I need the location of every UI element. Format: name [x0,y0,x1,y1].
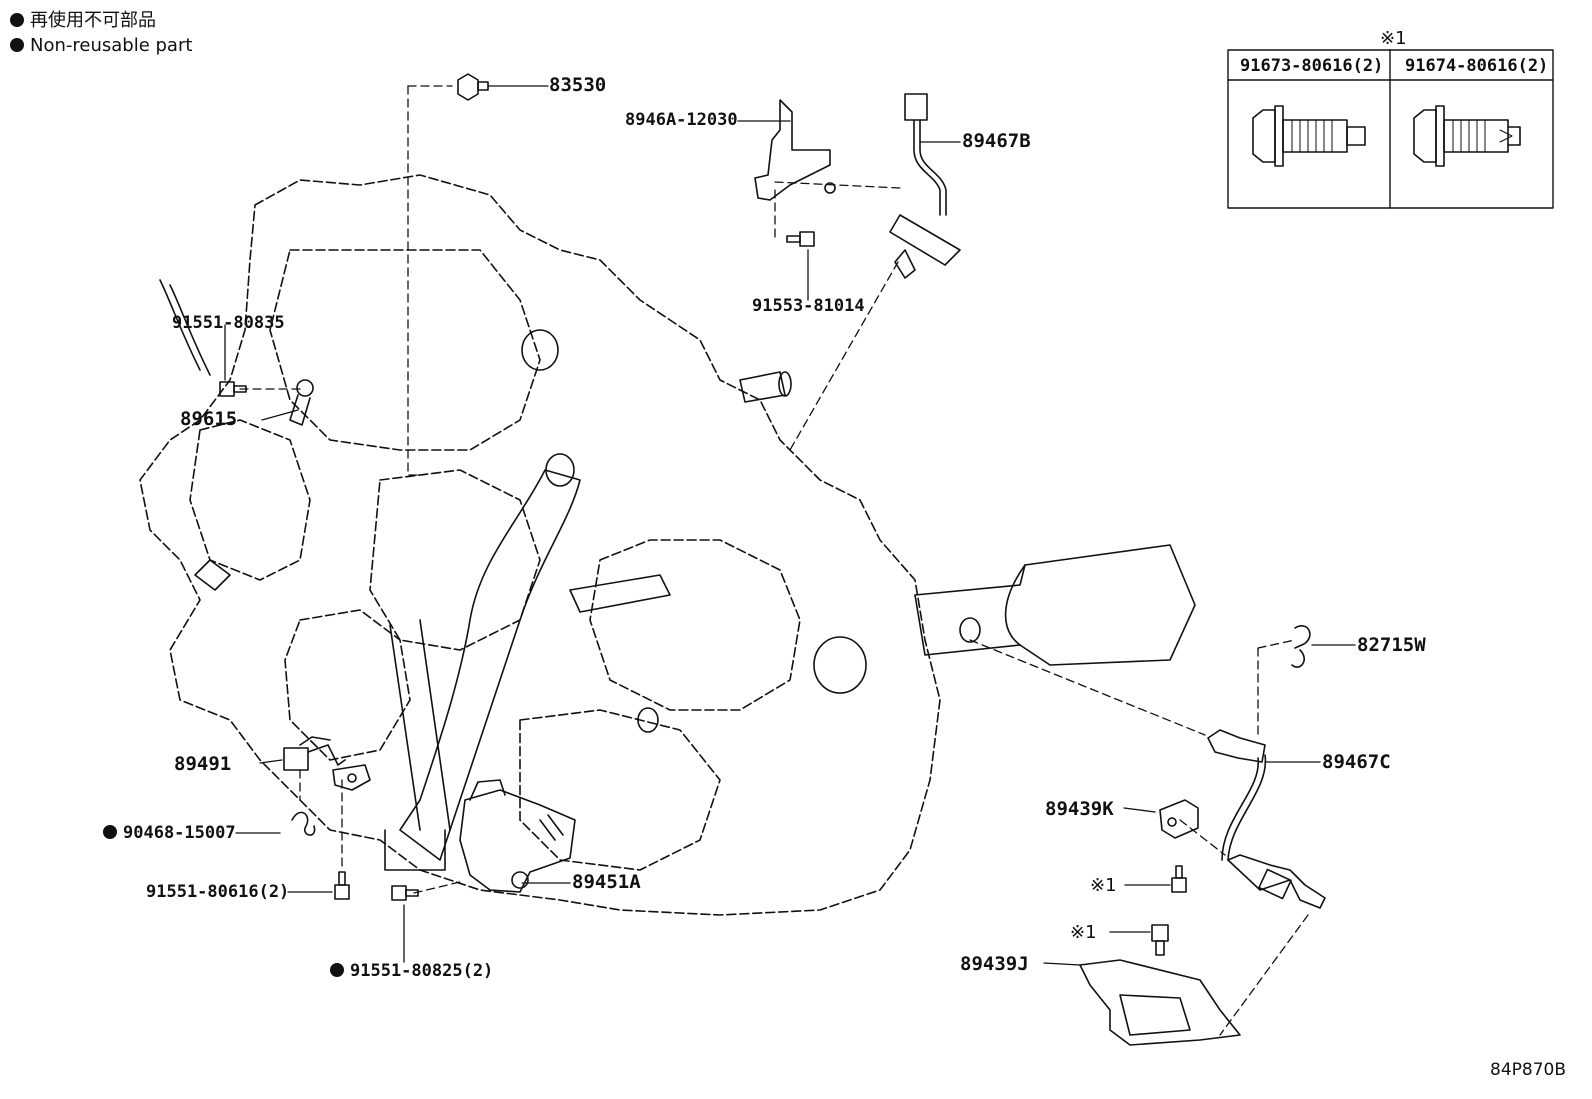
table-header-col2: 91674-80616(2) [1405,56,1549,76]
part-label-91551-80835[interactable]: 91551-80835 [172,313,285,333]
table-header-col1: 91673-80616(2) [1240,56,1384,76]
part-label-89451A[interactable]: 89451A [572,871,641,893]
part-label-82715W[interactable]: 82715W [1357,634,1426,656]
part-label-89491[interactable]: 89491 [174,753,232,775]
part-label-89467B[interactable]: 89467B [962,130,1031,152]
sensor-89491-icon [283,736,371,791]
spec-table [1227,49,1554,209]
legend-japanese: 再使用不可部品 [10,12,156,30]
sensor-89451A-icon [459,779,576,893]
part-label-89615[interactable]: 89615 [180,408,238,430]
bolt-91551-80835-icon [219,381,247,397]
part-label-91551-80616[interactable]: 91551-80616(2) [146,882,290,902]
part-label-8946A-12030[interactable]: 8946A-12030 [625,110,738,130]
diagram-code: 84P870B [1490,1060,1566,1080]
part-label-91553-81014[interactable]: 91553-81014 [752,296,865,316]
legend-english: Non-reusable part [10,37,192,55]
bracket-89439K-icon [1159,799,1199,839]
bolt-91673-icon [1252,105,1366,167]
part-label-89467C[interactable]: 89467C [1322,751,1391,773]
note-mark-b: ※1 [1070,922,1097,943]
clip-90468-icon [291,811,316,836]
sensor-89615-icon [289,379,314,426]
sensor-89467C-icon [1207,729,1326,909]
non-reusable-dot-icon [330,963,344,977]
part-83530-icon [457,73,489,101]
bolt-note1-a-icon [1171,865,1187,893]
bolt-91674-icon [1413,105,1521,167]
bolt-note1-b-icon [1151,924,1169,956]
leader-lines [239,85,1309,1036]
part-label-89439J[interactable]: 89439J [960,953,1029,975]
non-reusable-dot-icon [10,13,24,27]
part-label-83530[interactable]: 83530 [549,74,607,96]
bolt-91551-80616-icon [334,871,350,900]
note-mark-a: ※1 [1090,875,1117,896]
clamp-82715W-icon [1291,625,1311,668]
exhaust-pipe [914,544,1196,666]
non-reusable-dot-icon [10,38,24,52]
bolt-91553-icon [786,231,815,247]
table-note: ※1 [1380,28,1407,49]
engine-block [139,174,941,916]
coolant-pipes [159,279,867,871]
bracket-8946A-icon [754,99,836,201]
part-label-90468-15007[interactable]: 90468-15007 [103,825,236,842]
part-label-89439K[interactable]: 89439K [1045,798,1114,820]
non-reusable-dot-icon [103,825,117,839]
bracket-89439J-icon [1079,959,1241,1046]
bolt-91551-80825-icon [391,885,419,901]
part-label-91551-80825[interactable]: 91551-80825(2) [330,963,493,980]
sensor-89467B-icon [889,93,961,279]
